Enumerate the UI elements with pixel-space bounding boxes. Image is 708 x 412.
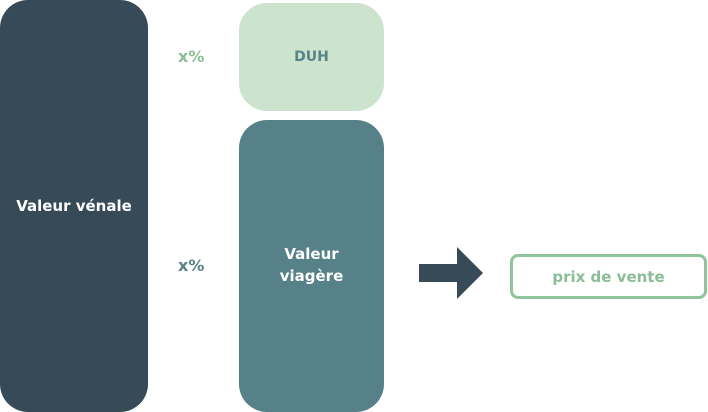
prix-de-vente-box: prix de vente	[510, 254, 707, 299]
duh-label: DUH	[294, 49, 329, 65]
valeur-viagere-label-line1: Valeur	[284, 245, 339, 264]
valeur-viagere-box: Valeur viagère	[239, 120, 384, 412]
right-arrow-icon	[419, 247, 483, 299]
valeur-venale-label: Valeur vénale	[16, 197, 132, 215]
duh-box: DUH	[239, 3, 384, 111]
percent-label-bottom: x%	[178, 256, 205, 275]
prix-de-vente-label: prix de vente	[552, 267, 665, 286]
valeur-venale-box: Valeur vénale	[0, 0, 148, 412]
valeur-viagere-label-line2: viagère	[279, 267, 344, 285]
percent-label-top: x%	[178, 47, 205, 66]
